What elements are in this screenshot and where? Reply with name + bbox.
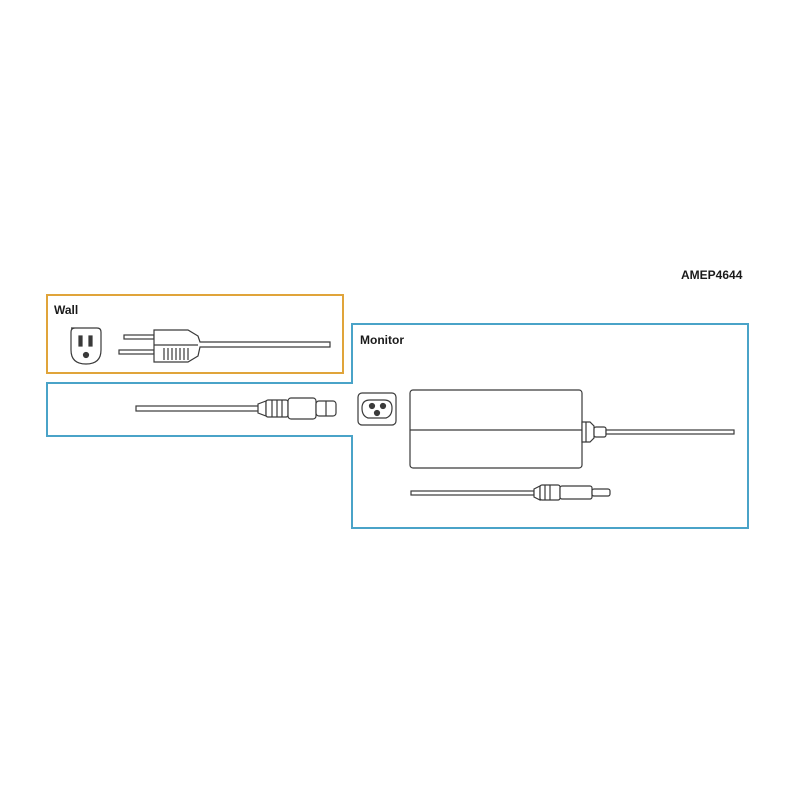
iec-c5-cord-icon (135, 397, 337, 420)
dc-barrel-cable-icon (410, 484, 611, 501)
wall-outlet-icon (70, 327, 102, 365)
monitor-region-label: Monitor (360, 333, 404, 347)
power-adapter-icon (409, 389, 735, 469)
wall-region-label: Wall (54, 303, 79, 317)
power-plug-icon (118, 329, 331, 363)
wall-region-border (46, 294, 344, 374)
document-id: AMEP4644 (681, 268, 743, 282)
monitor-region-border (46, 323, 749, 529)
iec-c6-inlet-icon (357, 392, 397, 426)
